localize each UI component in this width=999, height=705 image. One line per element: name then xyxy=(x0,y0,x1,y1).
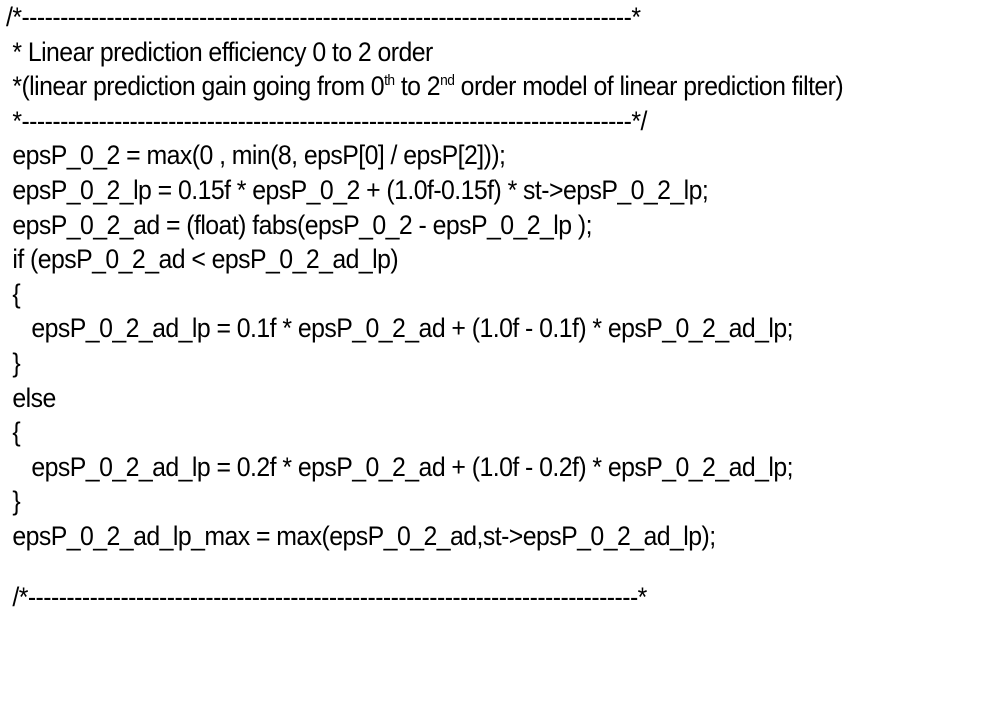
code-line: { xyxy=(6,277,917,312)
code-line: epsP_0_2_ad_lp = 0.1f * epsP_0_2_ad + (1… xyxy=(6,311,917,346)
code-listing: /*--------------------------------------… xyxy=(6,0,917,614)
comment-title-line: * Linear prediction efficiency 0 to 2 or… xyxy=(6,35,917,70)
code-line: } xyxy=(6,346,917,381)
superscript-th: th xyxy=(384,72,394,89)
code-line: epsP_0_2_ad_lp_max = max(epsP_0_2_ad,st-… xyxy=(6,519,917,554)
comment-open-line: /*--------------------------------------… xyxy=(6,0,917,35)
comment-close-line: *---------------------------------------… xyxy=(6,104,917,139)
comment-open-line: /*--------------------------------------… xyxy=(6,580,917,615)
code-line: } xyxy=(6,484,917,519)
code-line: epsP_0_2 = max(0 , min(8, epsP[0] / epsP… xyxy=(6,138,917,173)
code-line: epsP_0_2_ad = (float) fabs(epsP_0_2 - ep… xyxy=(6,208,917,243)
comment-text-part: *(linear prediction gain going from 0 xyxy=(6,71,384,101)
code-line: epsP_0_2_lp = 0.15f * epsP_0_2 + (1.0f-0… xyxy=(6,173,917,208)
comment-description-line: *(linear prediction gain going from 0th … xyxy=(6,69,917,104)
code-line: if (epsP_0_2_ad < epsP_0_2_ad_lp) xyxy=(6,242,917,277)
comment-text-part: order model of linear prediction filter) xyxy=(454,71,843,101)
comment-text-part: to 2 xyxy=(394,71,440,101)
code-line: epsP_0_2_ad_lp = 0.2f * epsP_0_2_ad + (1… xyxy=(6,450,917,485)
superscript-nd: nd xyxy=(440,72,454,89)
code-line: else xyxy=(6,381,917,416)
blank-line xyxy=(6,554,917,580)
code-line: { xyxy=(6,415,917,450)
